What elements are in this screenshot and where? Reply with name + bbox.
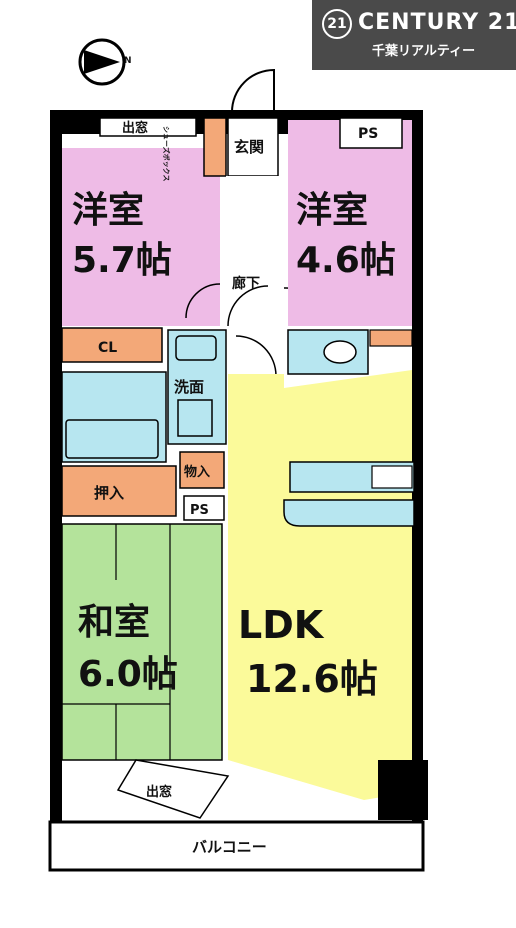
japanese-room <box>61 523 223 761</box>
bathtub-icon <box>65 419 159 459</box>
ps-top <box>339 117 403 149</box>
toilet-icon <box>323 340 357 364</box>
door-swing-icon <box>185 283 221 319</box>
japanese-room-size: 6.0帖 <box>78 654 178 695</box>
washing-machine-pan <box>177 399 213 437</box>
pillar <box>378 760 428 820</box>
western-room-1-name: 洋室 <box>72 190 144 231</box>
ps-bottom <box>183 495 225 521</box>
corridor <box>226 176 284 376</box>
closet <box>61 327 163 363</box>
door-swing-icon <box>227 285 269 327</box>
closet-label: CL <box>98 340 117 356</box>
brand-logo: 21 CENTURY 21 千葉リアルティー <box>312 0 516 70</box>
balcony <box>48 820 425 872</box>
shoe-box <box>203 117 227 177</box>
japanese-room-name: 和室 <box>78 602 150 643</box>
bay-window-top <box>99 117 197 137</box>
bay-window-top-label: 出窓 <box>122 120 148 136</box>
western-room-2-name: 洋室 <box>296 190 368 231</box>
door-swing-icon <box>231 68 275 113</box>
entrance <box>227 117 279 177</box>
century21-logo-mark: 21 <box>322 9 352 39</box>
balcony-label: バルコニー <box>192 838 267 856</box>
oshiire <box>61 465 177 517</box>
ldk-size: 12.6帖 <box>246 657 378 701</box>
bay-window-bottom <box>116 759 230 819</box>
brand-name: CENTURY 21 <box>358 10 516 35</box>
stove-icon <box>371 465 413 489</box>
toilet-shelf <box>369 329 413 347</box>
ldk-room <box>228 370 412 800</box>
door-swing-icon <box>235 335 277 377</box>
ldk-name: LDK <box>238 603 325 647</box>
entrance-label: 玄関 <box>234 138 264 156</box>
shoe-box-label: シューズボックス <box>162 126 171 181</box>
brand-branch: 千葉リアルティー <box>372 44 476 59</box>
storage-small <box>179 451 225 489</box>
corridor-label: 廊下 <box>232 275 260 292</box>
washroom-label: 洗面 <box>174 378 204 396</box>
western-room-1 <box>62 148 220 326</box>
storage-small-label: 物入 <box>184 464 210 480</box>
ps-bottom-label: PS <box>190 503 209 518</box>
western-room-1-size: 5.7帖 <box>72 240 172 281</box>
bay-window-bottom-label: 出窓 <box>146 784 172 800</box>
western-room-2 <box>288 120 412 326</box>
oshiire-label: 押入 <box>94 484 124 502</box>
western-room-2-size: 4.6帖 <box>296 240 396 281</box>
ps-top-label: PS <box>358 126 378 142</box>
kitchen-island <box>283 499 415 527</box>
compass-north-label: N <box>124 56 132 66</box>
compass-icon: N <box>78 38 132 86</box>
sink-icon <box>175 335 217 361</box>
